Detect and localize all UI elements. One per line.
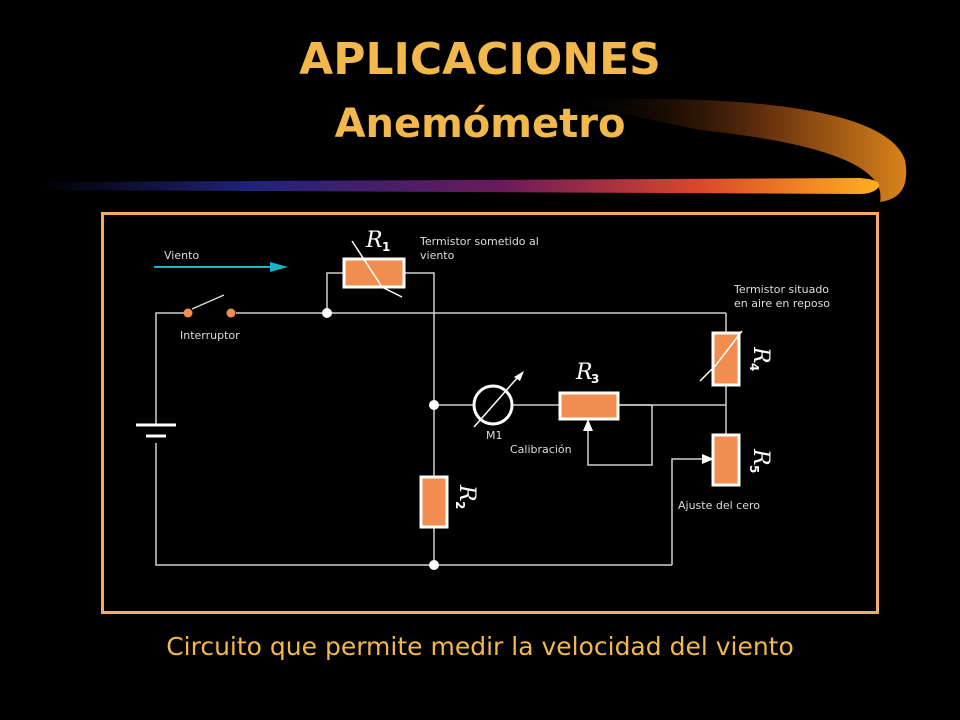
r3-index: 3 (591, 372, 599, 386)
meter-icon (472, 371, 524, 428)
r4-note-line1: Termistor situado (733, 283, 829, 296)
r5-index: 5 (747, 465, 761, 473)
r2-index: 2 (453, 501, 467, 509)
zero-adjust-label: Ajuste del cero (678, 499, 760, 512)
slide-title: APLICACIONES (299, 34, 661, 85)
r4-note-line2: en aire en reposo (734, 297, 830, 310)
switch-icon (183, 294, 236, 318)
wind-arrow-icon (154, 262, 288, 272)
r1-thermistor (342, 240, 406, 298)
calibration-label: Calibración (510, 443, 572, 456)
r3-resistor (558, 391, 620, 431)
switch-label: Interruptor (180, 329, 240, 342)
r4-label: R (748, 346, 773, 364)
r3-label: R (575, 360, 593, 385)
r1-note-line2: viento (420, 249, 455, 262)
junction-dots (322, 308, 439, 570)
r2-label: R (454, 484, 479, 502)
circuit-schematic: Interruptor Viento R 1 Termistor sometid… (136, 228, 830, 570)
wind-label: Viento (164, 249, 199, 262)
meter-label: M1 (486, 429, 503, 442)
slide-subtitle: Anemómetro (334, 101, 626, 147)
r2-resistor (419, 475, 449, 529)
slide-caption: Circuito que permite medir la velocidad … (166, 632, 794, 661)
battery-icon (136, 423, 176, 438)
circuit-wires (155, 272, 727, 566)
r5-resistor (702, 433, 741, 487)
decorative-swoosh (40, 98, 907, 202)
circuit-diagram: Interruptor Viento R 1 Termistor sometid… (101, 212, 879, 614)
r5-label: R (748, 448, 773, 466)
r1-index: 1 (382, 240, 390, 254)
r4-thermistor (699, 330, 743, 387)
r1-note-line1: Termistor sometido al (419, 235, 539, 248)
r4-index: 4 (747, 363, 761, 371)
r1-label: R (365, 228, 383, 253)
